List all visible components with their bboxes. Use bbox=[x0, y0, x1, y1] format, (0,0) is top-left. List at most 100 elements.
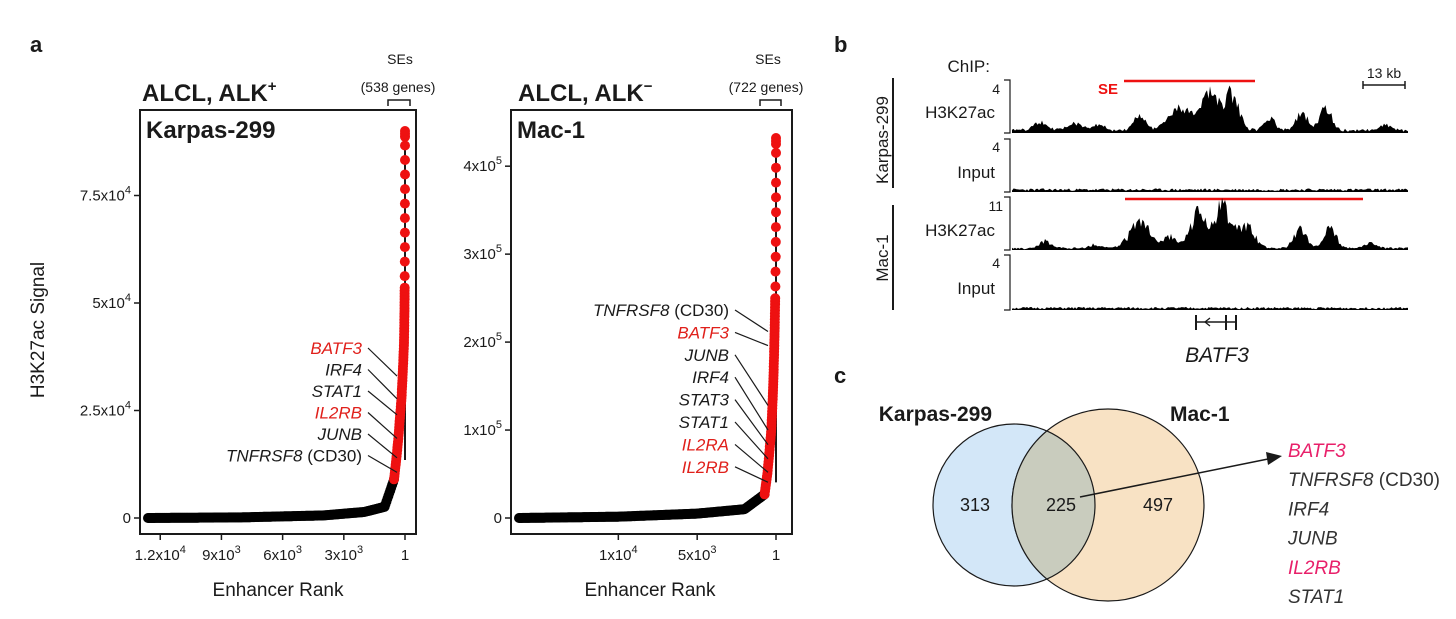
venn-diagram: Karpas-299 Mac-1 313 225 497 BATF3TNFRSF… bbox=[879, 403, 1440, 608]
super-enhancer-point bbox=[770, 281, 781, 292]
gene-leader-line bbox=[367, 412, 398, 439]
gene-label: STAT3 bbox=[679, 391, 730, 410]
gene-label: IL2RB bbox=[315, 404, 362, 423]
venn-count-karpas-only: 313 bbox=[960, 495, 990, 515]
venn-label-karpas: Karpas-299 bbox=[879, 403, 992, 426]
track-signal-mac1-input bbox=[1012, 306, 1408, 310]
hockey-plot-karpas: ALCL, ALK+ SEs (538 genes) Karpas-299 02… bbox=[80, 51, 436, 601]
y-tick-label: 1x105 bbox=[463, 419, 502, 439]
gene-leader-line bbox=[734, 466, 769, 483]
super-enhancer-point bbox=[399, 213, 410, 224]
gene-label: JUNB bbox=[317, 425, 362, 444]
x-tick-label: 1.2x104 bbox=[135, 544, 186, 564]
venn-gene-label: IRF4 bbox=[1288, 499, 1329, 520]
gene-model bbox=[1195, 315, 1237, 330]
gene-leader-line bbox=[734, 421, 769, 460]
gene-label: STAT1 bbox=[679, 413, 729, 432]
super-enhancer-point bbox=[770, 266, 781, 277]
gene-leader-line bbox=[734, 443, 769, 473]
track-signal-mac1-h3k27ac bbox=[1012, 198, 1408, 250]
super-enhancer-point bbox=[399, 256, 410, 267]
hockey-plot-mac1: ALCL, ALK− SEs (722 genes) Mac-1 01x1052… bbox=[463, 51, 803, 601]
super-enhancer-point bbox=[399, 271, 410, 282]
cell-line-karpas: Karpas-299 bbox=[146, 117, 275, 144]
gene-label: IRF4 bbox=[325, 361, 362, 380]
chip-label: ChIP: bbox=[947, 57, 990, 76]
track-label-karpas-input: Input bbox=[957, 163, 995, 182]
venn-gene-label: STAT1 bbox=[1288, 587, 1344, 608]
gene-leader-line bbox=[367, 347, 398, 377]
gene-leader-line bbox=[367, 454, 398, 473]
super-enhancer-point bbox=[771, 192, 781, 203]
y-axis-label: H3K27ac Signal bbox=[28, 262, 49, 398]
y-tick-label: 2.5x104 bbox=[80, 400, 131, 420]
plot-title-mac1: ALCL, ALK− bbox=[518, 78, 653, 107]
track-signal-karpas-h3k27ac bbox=[1012, 85, 1408, 133]
venn-overlap bbox=[1011, 430, 1096, 580]
super-enhancer-point bbox=[770, 251, 781, 262]
gene-leader-line bbox=[734, 376, 769, 431]
se-label-mac1: SEs bbox=[755, 51, 781, 67]
x-tick-label: 5x103 bbox=[678, 544, 717, 564]
x-tick-label: 9x103 bbox=[202, 544, 241, 564]
track-label-karpas-h3k27ac: H3K27ac bbox=[925, 103, 995, 122]
gene-model-label: BATF3 bbox=[1185, 344, 1249, 367]
super-enhancer-point bbox=[771, 147, 781, 158]
gene-label: IRF4 bbox=[692, 368, 729, 387]
x-tick-label: 1x104 bbox=[599, 544, 638, 564]
gene-label: BATF3 bbox=[310, 339, 362, 358]
super-enhancer-point bbox=[400, 126, 410, 136]
gene-leader-line bbox=[734, 354, 769, 406]
y-tick-label: 2x105 bbox=[463, 331, 502, 351]
data-points-mac1 bbox=[514, 133, 781, 523]
se-label-karpas: SEs bbox=[387, 51, 413, 67]
venn-gene-label: TNFRSF8 (CD30) bbox=[1288, 470, 1440, 491]
panel-label-a: a bbox=[30, 32, 43, 57]
x-tick-label: 1 bbox=[772, 547, 780, 564]
x-axis-label-mac1: Enhancer Rank bbox=[585, 580, 716, 601]
super-enhancer-point bbox=[400, 140, 410, 151]
super-enhancer-point bbox=[771, 162, 781, 173]
plot-frame-karpas bbox=[139, 109, 417, 535]
gene-label: TNFRSF8 (CD30) bbox=[593, 301, 729, 320]
gene-label: TNFRSF8 (CD30) bbox=[226, 447, 362, 466]
super-enhancer-point bbox=[399, 198, 410, 209]
track-max-karpas-h3k27ac: 4 bbox=[992, 81, 1000, 97]
track-max-mac1-input: 4 bbox=[992, 255, 1000, 271]
se-bracket-karpas bbox=[387, 99, 411, 106]
cell-line-mac1: Mac-1 bbox=[517, 117, 585, 144]
gene-label: IL2RB bbox=[682, 458, 729, 477]
super-enhancer-point bbox=[399, 282, 410, 293]
gene-labels-mac1: TNFRSF8 (CD30)BATF3JUNBIRF4STAT3STAT1IL2… bbox=[593, 301, 769, 483]
plot-title-karpas: ALCL, ALK+ bbox=[142, 78, 277, 107]
gene-label: JUNB bbox=[684, 346, 729, 365]
panel-label-c: c bbox=[834, 363, 846, 388]
se-bracket-mac1 bbox=[759, 99, 782, 106]
se-genes-mac1: (722 genes) bbox=[729, 79, 804, 95]
gene-label: STAT1 bbox=[312, 382, 362, 401]
gene-leader-line bbox=[734, 331, 769, 347]
track-max-karpas-input: 4 bbox=[992, 139, 1000, 155]
track-signal-karpas-input bbox=[1012, 188, 1408, 192]
gene-label: IL2RA bbox=[682, 435, 729, 454]
super-enhancer-point bbox=[771, 177, 781, 188]
venn-label-mac1: Mac-1 bbox=[1170, 403, 1230, 426]
super-enhancer-point bbox=[400, 169, 410, 180]
x-axis-label-karpas: Enhancer Rank bbox=[213, 580, 344, 601]
track-group-mac1: Mac-1 bbox=[873, 234, 892, 281]
super-enhancer-point bbox=[771, 133, 781, 143]
gene-leader-line bbox=[367, 390, 398, 416]
y-tick-label: 5x104 bbox=[92, 292, 131, 312]
super-enhancer-point bbox=[399, 242, 410, 253]
x-ticks-mac1: 1x104 5x103 1 bbox=[599, 534, 780, 564]
x-tick-label: 1 bbox=[401, 547, 409, 564]
plot-frame-mac1 bbox=[510, 109, 793, 535]
gene-leader-line bbox=[734, 399, 769, 446]
gene-leader-line bbox=[367, 433, 398, 459]
y-tick-label: 0 bbox=[123, 510, 131, 527]
